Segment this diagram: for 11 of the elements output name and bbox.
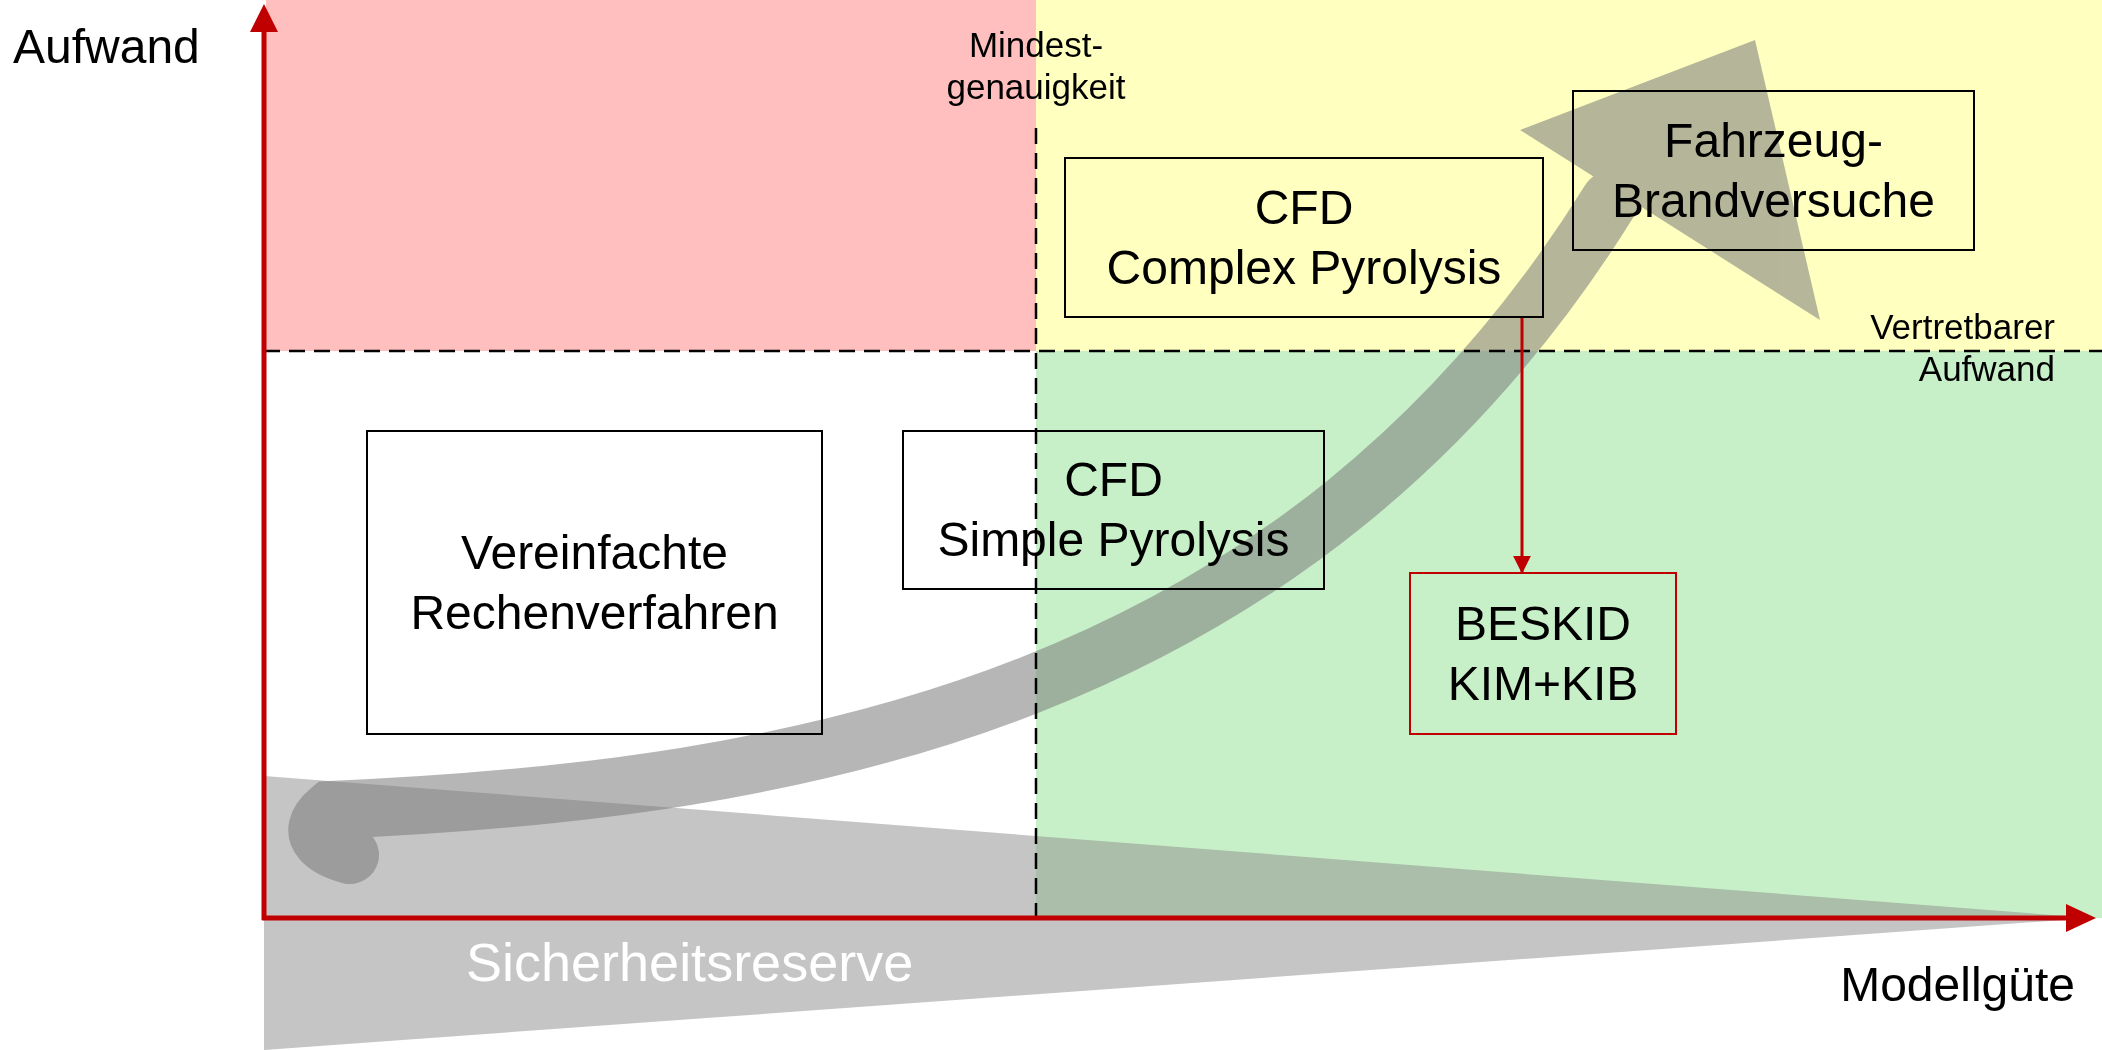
method-box: Vereinfachte Rechenverfahren [366, 430, 823, 735]
wedge-label: Sicherheitsreserve [466, 931, 915, 994]
method-box: BESKID KIM+KIB [1409, 572, 1677, 735]
arrow [1513, 318, 1531, 574]
method-box: Fahrzeug-Brandversuche [1572, 90, 1975, 251]
axis-label: Modellgüte [1839, 957, 2075, 1013]
threshold-label: Vertretbarer Aufwand [1869, 306, 2055, 390]
method-box: CFD Complex Pyrolysis [1064, 157, 1544, 318]
method-box: CFD Simple Pyrolysis [902, 430, 1325, 590]
axis-label: Aufwand [13, 19, 201, 75]
threshold-label: Mindest-genauigkeit [945, 24, 1127, 108]
